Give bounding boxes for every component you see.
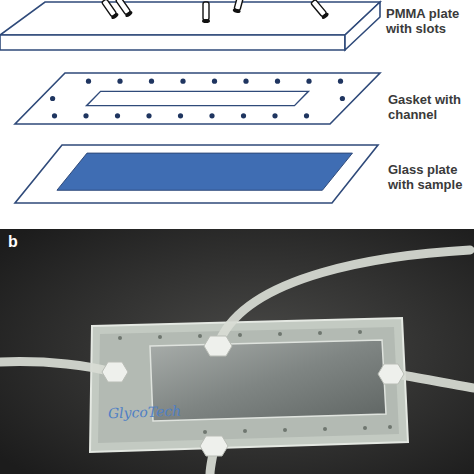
gasket-hole <box>115 113 120 118</box>
plate-edge <box>0 35 345 50</box>
tube-fittings-part <box>200 436 228 456</box>
gasket-hole <box>241 113 246 118</box>
tubing <box>0 250 474 474</box>
gasket-hole <box>178 113 183 118</box>
gasket-hole <box>52 113 57 118</box>
pin-body <box>203 2 209 20</box>
photo-panel-part <box>0 229 474 474</box>
brand-marking: GlycoTech <box>108 403 182 422</box>
device-holes-part <box>158 335 162 339</box>
connector-pin <box>232 0 245 14</box>
connector-pin <box>115 0 134 18</box>
gasket-hole <box>83 113 88 118</box>
device-holes-part <box>363 426 367 430</box>
sample-area <box>57 153 353 190</box>
gasket-hole <box>338 79 343 84</box>
gasket-hole <box>306 79 311 84</box>
device-holes-part <box>243 429 247 433</box>
panel-letter: b <box>8 233 18 251</box>
gasket-hole <box>340 96 345 101</box>
device-holes-part <box>283 428 287 432</box>
device-holes-part <box>388 425 392 429</box>
plate-edge <box>345 2 380 50</box>
device-holes-part <box>323 427 327 431</box>
connector-pin <box>310 0 330 20</box>
gasket-hole <box>117 79 122 84</box>
gasket-hole <box>180 79 185 84</box>
gasket-hole <box>304 113 309 118</box>
pin-slot <box>232 8 241 14</box>
gasket-hole <box>275 79 280 84</box>
gasket-hole <box>272 113 277 118</box>
photo-panel-part <box>150 340 386 421</box>
device-holes-part <box>278 332 282 336</box>
plate-face <box>0 2 380 35</box>
layer-label: Glass plate with sample <box>388 162 474 192</box>
pin-slot <box>110 12 119 20</box>
plate-face <box>15 145 378 203</box>
pin-slot <box>321 12 330 20</box>
layer-label: PMMA plate with slots <box>386 6 474 36</box>
pin-slot <box>202 19 210 23</box>
connector-pin <box>101 0 120 20</box>
photo-panel <box>0 229 474 474</box>
gasket-hole <box>146 113 151 118</box>
tubing-part <box>0 362 112 372</box>
photo-panel-part <box>98 327 399 443</box>
gasket-hole <box>86 79 91 84</box>
gasket-hole <box>50 96 55 101</box>
device-holes-part <box>203 430 207 434</box>
device-holes-part <box>198 334 202 338</box>
pin-slot <box>124 10 133 18</box>
device-holes-part <box>358 330 362 334</box>
device-holes-part <box>318 331 322 335</box>
tube-fittings-part <box>204 336 232 356</box>
gasket-hole <box>212 79 217 84</box>
photo-panel-part <box>90 318 408 452</box>
tube-fittings-part <box>378 364 404 384</box>
plate-layer: PMMA plate with slots <box>0 0 474 60</box>
plate-layer: Gasket with channel <box>0 66 474 132</box>
tube-fittings <box>102 336 404 456</box>
plate-layer: Glass plate with sample <box>0 140 474 212</box>
layer-label: Gasket with channel <box>388 92 474 122</box>
gasket-hole <box>149 79 154 84</box>
gasket-hole <box>209 113 214 118</box>
gasket-channel <box>87 91 309 105</box>
device-holes-part <box>118 336 122 340</box>
device-holes-part <box>238 333 242 337</box>
tube-fittings-part <box>102 362 128 382</box>
tubing-part <box>220 250 470 340</box>
plate-face <box>15 73 380 124</box>
connector-pin <box>202 2 210 23</box>
gasket-hole <box>243 79 248 84</box>
tubing-part <box>396 374 474 388</box>
